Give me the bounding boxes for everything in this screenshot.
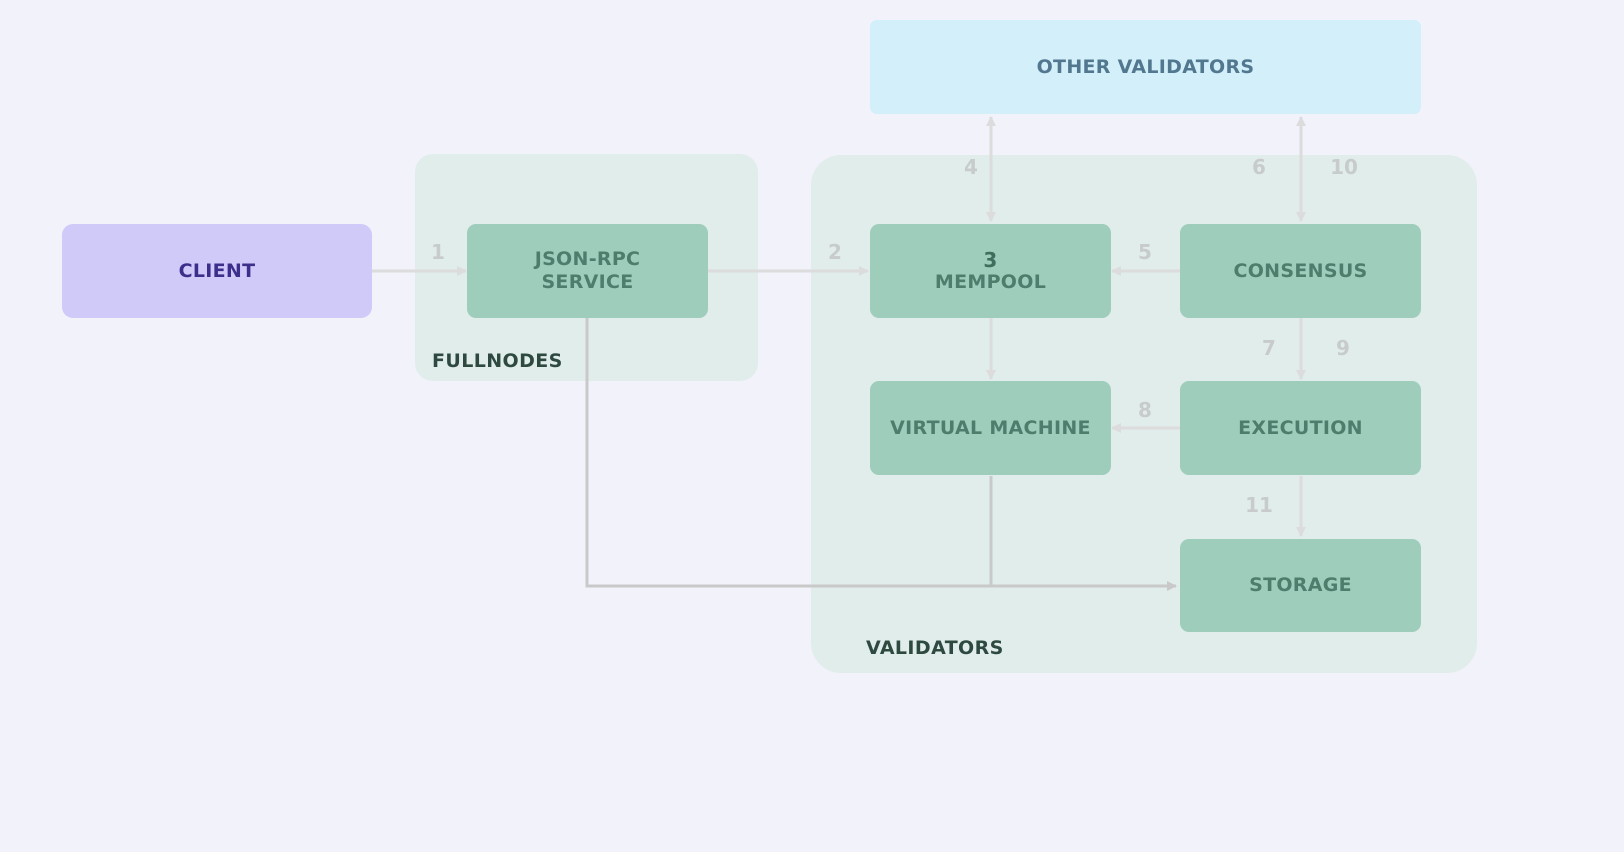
execution-label: EXECUTION [1238,416,1363,439]
execution-node: EXECUTION [1180,381,1421,475]
step-label-9: 9 [1336,336,1350,360]
client-node: CLIENT [62,224,372,318]
virtual-machine-label: VIRTUAL MACHINE [890,416,1091,439]
other-validators-label: OTHER VALIDATORS [1036,55,1255,78]
json-rpc-label-line2: SERVICE [541,271,634,293]
mempool-step-number: 3 [983,247,998,272]
consensus-node: CONSENSUS [1180,224,1421,318]
step-label-2: 2 [828,240,842,264]
consensus-label: CONSENSUS [1233,259,1368,282]
other-validators-node: OTHER VALIDATORS [870,20,1421,114]
validators-label: VALIDATORS [866,637,1004,659]
step-label-7: 7 [1262,336,1276,360]
step-label-6: 6 [1252,155,1266,179]
storage-label: STORAGE [1249,574,1352,596]
mempool-label: MEMPOOL [934,270,1047,293]
step-label-4: 4 [964,155,978,179]
virtual-machine-node: VIRTUAL MACHINE [870,381,1111,475]
mempool-node: 3 MEMPOOL [870,224,1111,318]
json-rpc-service-node: JSON-RPC SERVICE [467,224,708,318]
step-label-5: 5 [1138,240,1152,264]
storage-node: STORAGE [1180,539,1421,632]
step-label-11: 11 [1245,493,1273,517]
step-label-8: 8 [1138,398,1152,422]
client-label: CLIENT [178,259,256,282]
step-label-10: 10 [1330,155,1358,179]
step-label-1: 1 [431,240,445,264]
json-rpc-label-line1: JSON-RPC [534,248,641,270]
fullnodes-label: FULLNODES [432,350,563,372]
